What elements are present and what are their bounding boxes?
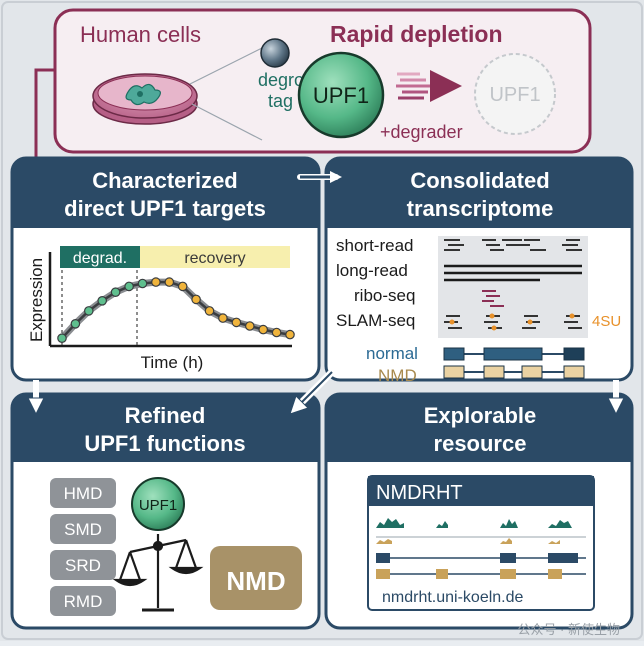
transcriptome-title-line1: Consolidated	[410, 168, 549, 193]
degrader-label: +degrader	[380, 122, 463, 142]
chart-point	[231, 317, 242, 328]
characterized-title-line1: Characterized	[92, 168, 238, 193]
chart-point	[177, 281, 188, 292]
rapid-depletion-label: Rapid depletion	[330, 21, 503, 47]
function-hmd: HMD	[64, 484, 103, 503]
zoom-line-bottom	[191, 103, 263, 141]
browser-titlebar	[368, 476, 594, 506]
connector-right-down	[607, 380, 625, 416]
site-name: NMDRHT	[376, 482, 463, 504]
function-srd: SRD	[65, 556, 101, 575]
panel-transcriptome-header	[326, 158, 632, 228]
characterized-title-line2: direct UPF1 targets	[64, 196, 266, 221]
chart-ylabel: Expression	[27, 258, 46, 342]
watermark: 公众号 · 新使生物	[517, 622, 620, 637]
chart-point	[245, 321, 255, 331]
function-smd: SMD	[64, 520, 102, 539]
chart-marks	[57, 277, 295, 343]
row-ribo-seq: ribo-seq	[354, 286, 415, 305]
upf1-small-icon	[131, 477, 185, 531]
upf1-depleted-icon	[474, 53, 556, 135]
phase-recovery-label: recovery	[184, 250, 245, 267]
function-boxes	[50, 478, 116, 616]
upf1-small-label: UPF1	[139, 497, 177, 514]
balance-scale-icon	[112, 534, 204, 612]
depletion-arrow-icon	[396, 70, 462, 102]
connector-top-left	[34, 68, 55, 182]
ribo-seq-reads	[482, 290, 504, 307]
isoform-normal-track	[443, 347, 585, 361]
resource-title-line1: Explorable	[424, 403, 536, 428]
resource-title-line2: resource	[434, 431, 527, 456]
function-rmd: RMD	[64, 592, 103, 611]
petri-dish-icon	[92, 73, 198, 125]
chart-point	[164, 277, 175, 287]
row-long-read: long-read	[336, 261, 408, 280]
upf1-protein-icon	[297, 51, 385, 139]
chart-point	[191, 294, 201, 305]
chart-point	[137, 278, 148, 289]
chart-point	[124, 281, 134, 292]
phase-degrad-bar	[60, 246, 140, 268]
chart-point	[97, 295, 107, 306]
chart-point	[258, 324, 268, 335]
connector-diagonal	[289, 369, 335, 415]
chart-point	[285, 329, 295, 340]
site-url: nmdrht.uni-koeln.de	[382, 589, 524, 606]
degron-tag-icon	[260, 38, 290, 68]
browser-coverage-tracks	[376, 518, 586, 579]
panel-resource-header	[326, 394, 632, 462]
transcriptome-title-line2: transcriptome	[407, 196, 554, 221]
panel-refined-header	[12, 394, 319, 462]
chart-point	[57, 333, 67, 343]
chart-point	[70, 318, 81, 329]
chart-point	[110, 287, 121, 297]
chart-point	[204, 306, 215, 316]
short-reads	[444, 239, 582, 251]
chart-point	[218, 313, 228, 323]
nmd-box	[210, 546, 302, 610]
long-reads	[444, 264, 582, 282]
refined-title-line1: Refined	[125, 403, 206, 428]
upf1-depleted-label: UPF1	[489, 84, 540, 106]
connector-left-right	[297, 171, 342, 183]
reads-background	[438, 236, 588, 338]
refined-title-line2: UPF1 functions	[84, 431, 245, 456]
chart-point	[151, 277, 161, 287]
slam-seq-reads	[444, 313, 582, 331]
nmd-label: NMD	[226, 566, 285, 596]
human-cells-label: Human cells	[80, 22, 201, 47]
isoform-nmd-label: NMD	[378, 366, 417, 385]
panel-characterized-header	[12, 158, 319, 228]
degron-label-line2: tag	[268, 91, 293, 111]
connector-left-down	[27, 380, 45, 416]
phase-degrad-label: degrad.	[73, 250, 127, 267]
label-4su: 4SU	[592, 313, 621, 330]
isoform-nmd-track	[443, 365, 585, 379]
row-slam-seq: SLAM-seq	[336, 311, 415, 330]
chart-point	[84, 306, 94, 316]
chart-point	[271, 327, 282, 338]
zoom-line-top	[189, 47, 263, 85]
row-short-read: short-read	[336, 236, 413, 255]
phase-recovery-bar	[140, 246, 290, 268]
upf1-label: UPF1	[313, 83, 369, 108]
isoform-normal-label: normal	[366, 344, 418, 363]
chart-xlabel: Time (h)	[141, 353, 204, 372]
